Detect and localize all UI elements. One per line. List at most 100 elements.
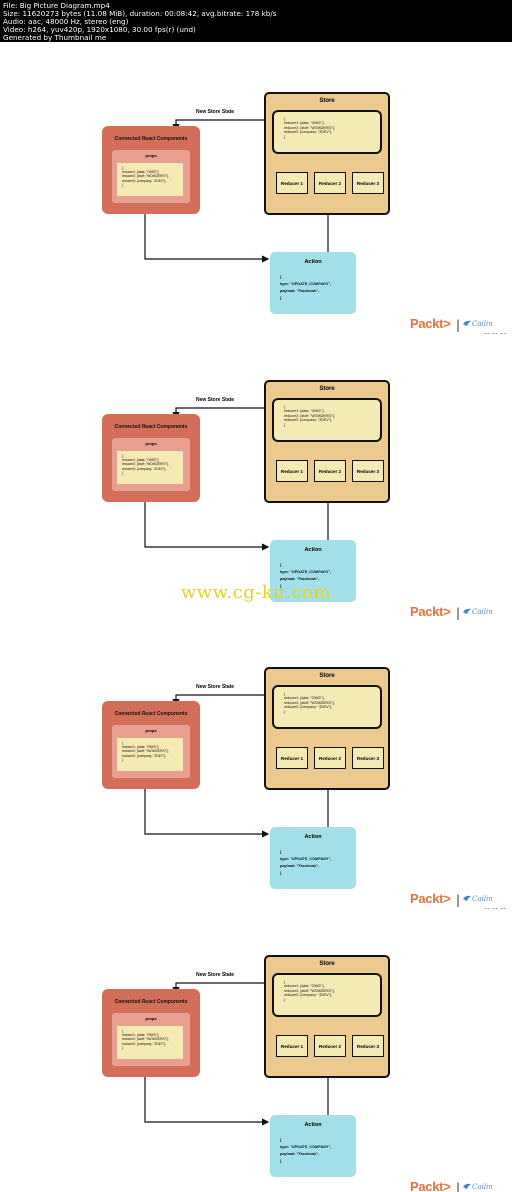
- action-line: payload: "Facebook",: [280, 577, 320, 581]
- props-line: reducer1: {data: "OMG!"},: [122, 1033, 160, 1038]
- publisher-logo: Cailin: [472, 895, 493, 903]
- generator-line: Generated by Thumbnail me: [3, 33, 107, 42]
- state-line: reducer3: {company: "ZDEV"},: [284, 130, 333, 135]
- reducer-3-box: Reducer 3: [352, 1035, 384, 1057]
- props-line: reducer3: {company: "ZDEV"},: [122, 178, 167, 183]
- crc-title: Connected React Components: [114, 999, 188, 1005]
- action-box: Action { type: "UPDATE_COMPANY", payload…: [270, 827, 356, 889]
- watermark-text: www.cg-ku.com: [180, 582, 332, 603]
- props-line: reducer2: {stuff: "WOWZERS!"},: [122, 462, 169, 467]
- props-title: props: [145, 1016, 157, 1021]
- state-line: reducer1: {data: "OMG!"},: [284, 696, 325, 701]
- props-line: reducer2: {stuff: "WOWZERS!"},: [122, 174, 169, 179]
- video-frame-4: Store { reducer1: {data: "OMG!"}, reduce…: [0, 909, 512, 1192]
- props-line: reducer2: {stuff: "WOWZERS!"},: [122, 1037, 169, 1042]
- props-content: { reducer1: {data: "OMG!"}, reducer2: {s…: [117, 1026, 183, 1059]
- props-content: { reducer1: {data: "OMG!"}, reducer2: {s…: [117, 451, 183, 484]
- logo-separator: |: [456, 606, 461, 620]
- action-title: Action: [304, 834, 322, 840]
- packt-logo: Packt>: [410, 604, 451, 619]
- action-line: {: [280, 563, 282, 567]
- props-line: }: [122, 757, 124, 762]
- state-line: reducer2: {stuff: "WOWZERS!"},: [284, 988, 336, 993]
- state-line: reducer2: {stuff: "WOWZERS!"},: [284, 125, 336, 130]
- action-body: { type: "UPDATE_COMPANY", payload: "Face…: [280, 274, 331, 302]
- props-line: reducer3: {company: "ZDEV"},: [122, 466, 167, 471]
- state-line: }: [284, 134, 286, 139]
- props-line: {: [122, 166, 124, 170]
- props-title: props: [145, 153, 157, 158]
- video-frame-3: Store { reducer1: {data: "OMG!"}, reduce…: [0, 621, 512, 914]
- state-line: {: [284, 405, 286, 409]
- dispatch-arrow: [144, 214, 270, 263]
- state-line: reducer1: {data: "OMG!"},: [284, 121, 325, 126]
- props-title: props: [145, 441, 157, 446]
- reducer-3-box: Reducer 3: [352, 747, 384, 769]
- video-frame-2: Store { reducer1: {data: "OMG!"}, reduce…: [0, 334, 512, 627]
- props-line: reducer2: {stuff: "WOWZERS!"},: [122, 749, 169, 754]
- store-state-box: { reducer1: {data: "OMG!"}, reducer2: {s…: [272, 110, 382, 154]
- props-line: reducer1: {data: "OMG!"},: [122, 170, 160, 175]
- arrow-connectors: [144, 982, 370, 1126]
- reducer-1-box: Reducer 1: [276, 1035, 308, 1057]
- store-title: Store: [319, 386, 335, 392]
- dispatch-arrow: [144, 502, 270, 551]
- crc-title: Connected React Components: [114, 136, 188, 142]
- action-body: { type: "UPDATE_COMPANY", payload: "Face…: [280, 1137, 331, 1165]
- new-store-state-label: New Store State: [196, 684, 235, 690]
- bird-icon: [463, 895, 471, 901]
- action-title: Action: [304, 259, 322, 265]
- reducer-1-box: Reducer 1: [276, 460, 308, 482]
- store-title: Store: [319, 961, 335, 967]
- action-line: {: [280, 850, 282, 854]
- dispatch-arrow: [144, 789, 270, 838]
- action-line: {: [280, 1138, 282, 1142]
- action-line: }: [280, 584, 282, 588]
- reducer-2-box: Reducer 2: [314, 747, 346, 769]
- arrow-connectors: [144, 407, 370, 551]
- state-line: }: [284, 997, 286, 1002]
- state-line: reducer2: {stuff: "WOWZERS!"},: [284, 413, 336, 418]
- publisher-logo: Cailin: [472, 320, 493, 328]
- new-store-state-label: New Store State: [196, 972, 235, 978]
- store-title: Store: [319, 673, 335, 679]
- new-store-state-label: New Store State: [196, 109, 235, 115]
- logo-separator: |: [456, 318, 461, 332]
- action-line: type: "UPDATE_COMPANY",: [280, 282, 332, 286]
- action-body: { type: "UPDATE_COMPANY", payload: "Face…: [280, 562, 331, 590]
- publisher-logo: Cailin: [472, 608, 493, 616]
- state-line: reducer3: {company: "ZDEV"},: [284, 705, 333, 710]
- reducer-2-box: Reducer 2: [314, 1035, 346, 1057]
- state-line: {: [284, 980, 286, 984]
- audio-info-line: Audio: aac, 48000 Hz, stereo (eng): [3, 17, 129, 26]
- reducer-1-box: Reducer 1: [276, 172, 308, 194]
- logo-separator: |: [456, 893, 461, 907]
- connected-components-box: Connected React Components props { reduc…: [102, 126, 200, 214]
- store-box: Store { reducer1: {data: "OMG!"}, reduce…: [264, 92, 390, 215]
- props-box: props { reducer1: {data: "OMG!"}, reduce…: [112, 725, 190, 778]
- reducer-2-box: Reducer 2: [314, 172, 346, 194]
- packt-logo: Packt>: [410, 891, 451, 906]
- arrow-connectors: [144, 694, 370, 838]
- action-line: payload: "Facebook",: [280, 864, 320, 868]
- file-info-header: File: Big Picture Diagram.mp4 Size: 1162…: [0, 0, 512, 42]
- action-line: }: [280, 871, 282, 875]
- state-line: }: [284, 422, 286, 427]
- action-line: type: "UPDATE_COMPANY",: [280, 570, 332, 574]
- props-content: { reducer1: {data: "OMG!"}, reducer2: {s…: [117, 738, 183, 771]
- props-line: }: [122, 470, 124, 475]
- state-line: reducer2: {stuff: "WOWZERS!"},: [284, 700, 336, 705]
- props-line: {: [122, 454, 124, 458]
- bird-icon: [463, 320, 471, 326]
- action-body: { type: "UPDATE_COMPANY", payload: "Face…: [280, 849, 331, 877]
- store-box: Store { reducer1: {data: "OMG!"}, reduce…: [264, 667, 390, 790]
- props-line: reducer3: {company: "ZDEV"},: [122, 753, 167, 758]
- store-box: Store { reducer1: {data: "OMG!"}, reduce…: [264, 380, 390, 503]
- state-line: reducer1: {data: "OMG!"},: [284, 409, 325, 414]
- store-state-box: { reducer1: {data: "OMG!"}, reducer2: {s…: [272, 685, 382, 729]
- state-line: reducer3: {company: "ZDEV"},: [284, 993, 333, 998]
- packt-logo: Packt>: [410, 316, 451, 331]
- reducer-3-box: Reducer 3: [352, 460, 384, 482]
- action-title: Action: [304, 1122, 322, 1128]
- props-line: reducer1: {data: "OMG!"},: [122, 458, 160, 463]
